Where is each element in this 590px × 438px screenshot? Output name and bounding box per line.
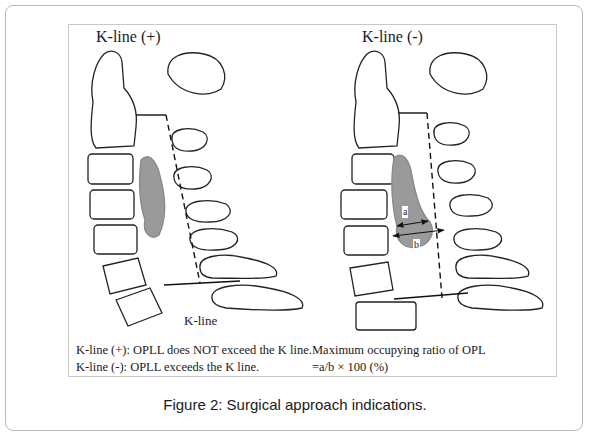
k-line <box>166 115 200 283</box>
dimension-label: a <box>402 206 408 218</box>
vertebral-body <box>103 258 146 294</box>
vertebral-body <box>356 302 416 330</box>
spinous-process <box>174 167 211 189</box>
vertebral-body <box>90 190 134 219</box>
dimension-label: b <box>413 239 420 251</box>
spinous-process <box>438 161 475 183</box>
image-border <box>69 25 557 377</box>
measure-arrow-b <box>393 230 444 236</box>
spinous-process <box>454 229 502 250</box>
k-line <box>427 113 442 298</box>
formula-note: Maximum occupying ratio of OPL <box>312 343 486 357</box>
legend-note: K-line (+): OPLL does NOT exceed the K l… <box>76 343 312 357</box>
c2-vertebra <box>354 51 399 148</box>
panel-title: K-line (+) <box>96 28 161 46</box>
measure-arrows <box>393 221 444 236</box>
reference-line <box>398 112 427 113</box>
spinous-process <box>456 255 529 278</box>
k-line-left <box>136 115 240 285</box>
k-line-right <box>394 113 468 299</box>
vertebral-body <box>94 225 137 254</box>
spinous-process <box>200 255 277 278</box>
legend-note: K-line (-): OPLL exceeds the K line. <box>76 360 259 374</box>
measure-arrow-a <box>397 221 428 226</box>
vertebral-body <box>341 190 387 219</box>
spinous-process <box>186 201 230 222</box>
opll-mass <box>140 157 165 237</box>
spine-left <box>88 51 303 326</box>
spinous-process <box>450 195 492 216</box>
line-label: K-line <box>184 314 217 329</box>
spinous-process <box>190 229 238 250</box>
formula-note: =a/b × 100 (%) <box>312 360 388 374</box>
vertebral-body <box>352 154 394 184</box>
figure-caption: Figure 2: Surgical approach indications. <box>163 396 426 413</box>
vertebral-body <box>88 154 133 184</box>
spinous-process <box>172 129 207 151</box>
spinous-process <box>430 53 487 94</box>
reference-line <box>164 281 240 285</box>
vertebral-body <box>116 288 162 326</box>
spinous-process <box>434 123 469 145</box>
vertebral-body <box>344 226 388 255</box>
spinous-process <box>212 285 303 310</box>
c2-vertebra <box>91 51 136 148</box>
vertebral-body <box>350 262 393 296</box>
reference-line <box>136 114 166 115</box>
spinous-process <box>458 285 543 310</box>
reference-line <box>394 293 468 299</box>
panel-title: K-line (-) <box>362 28 423 46</box>
spine-right <box>341 51 543 330</box>
spinous-process <box>168 53 225 94</box>
